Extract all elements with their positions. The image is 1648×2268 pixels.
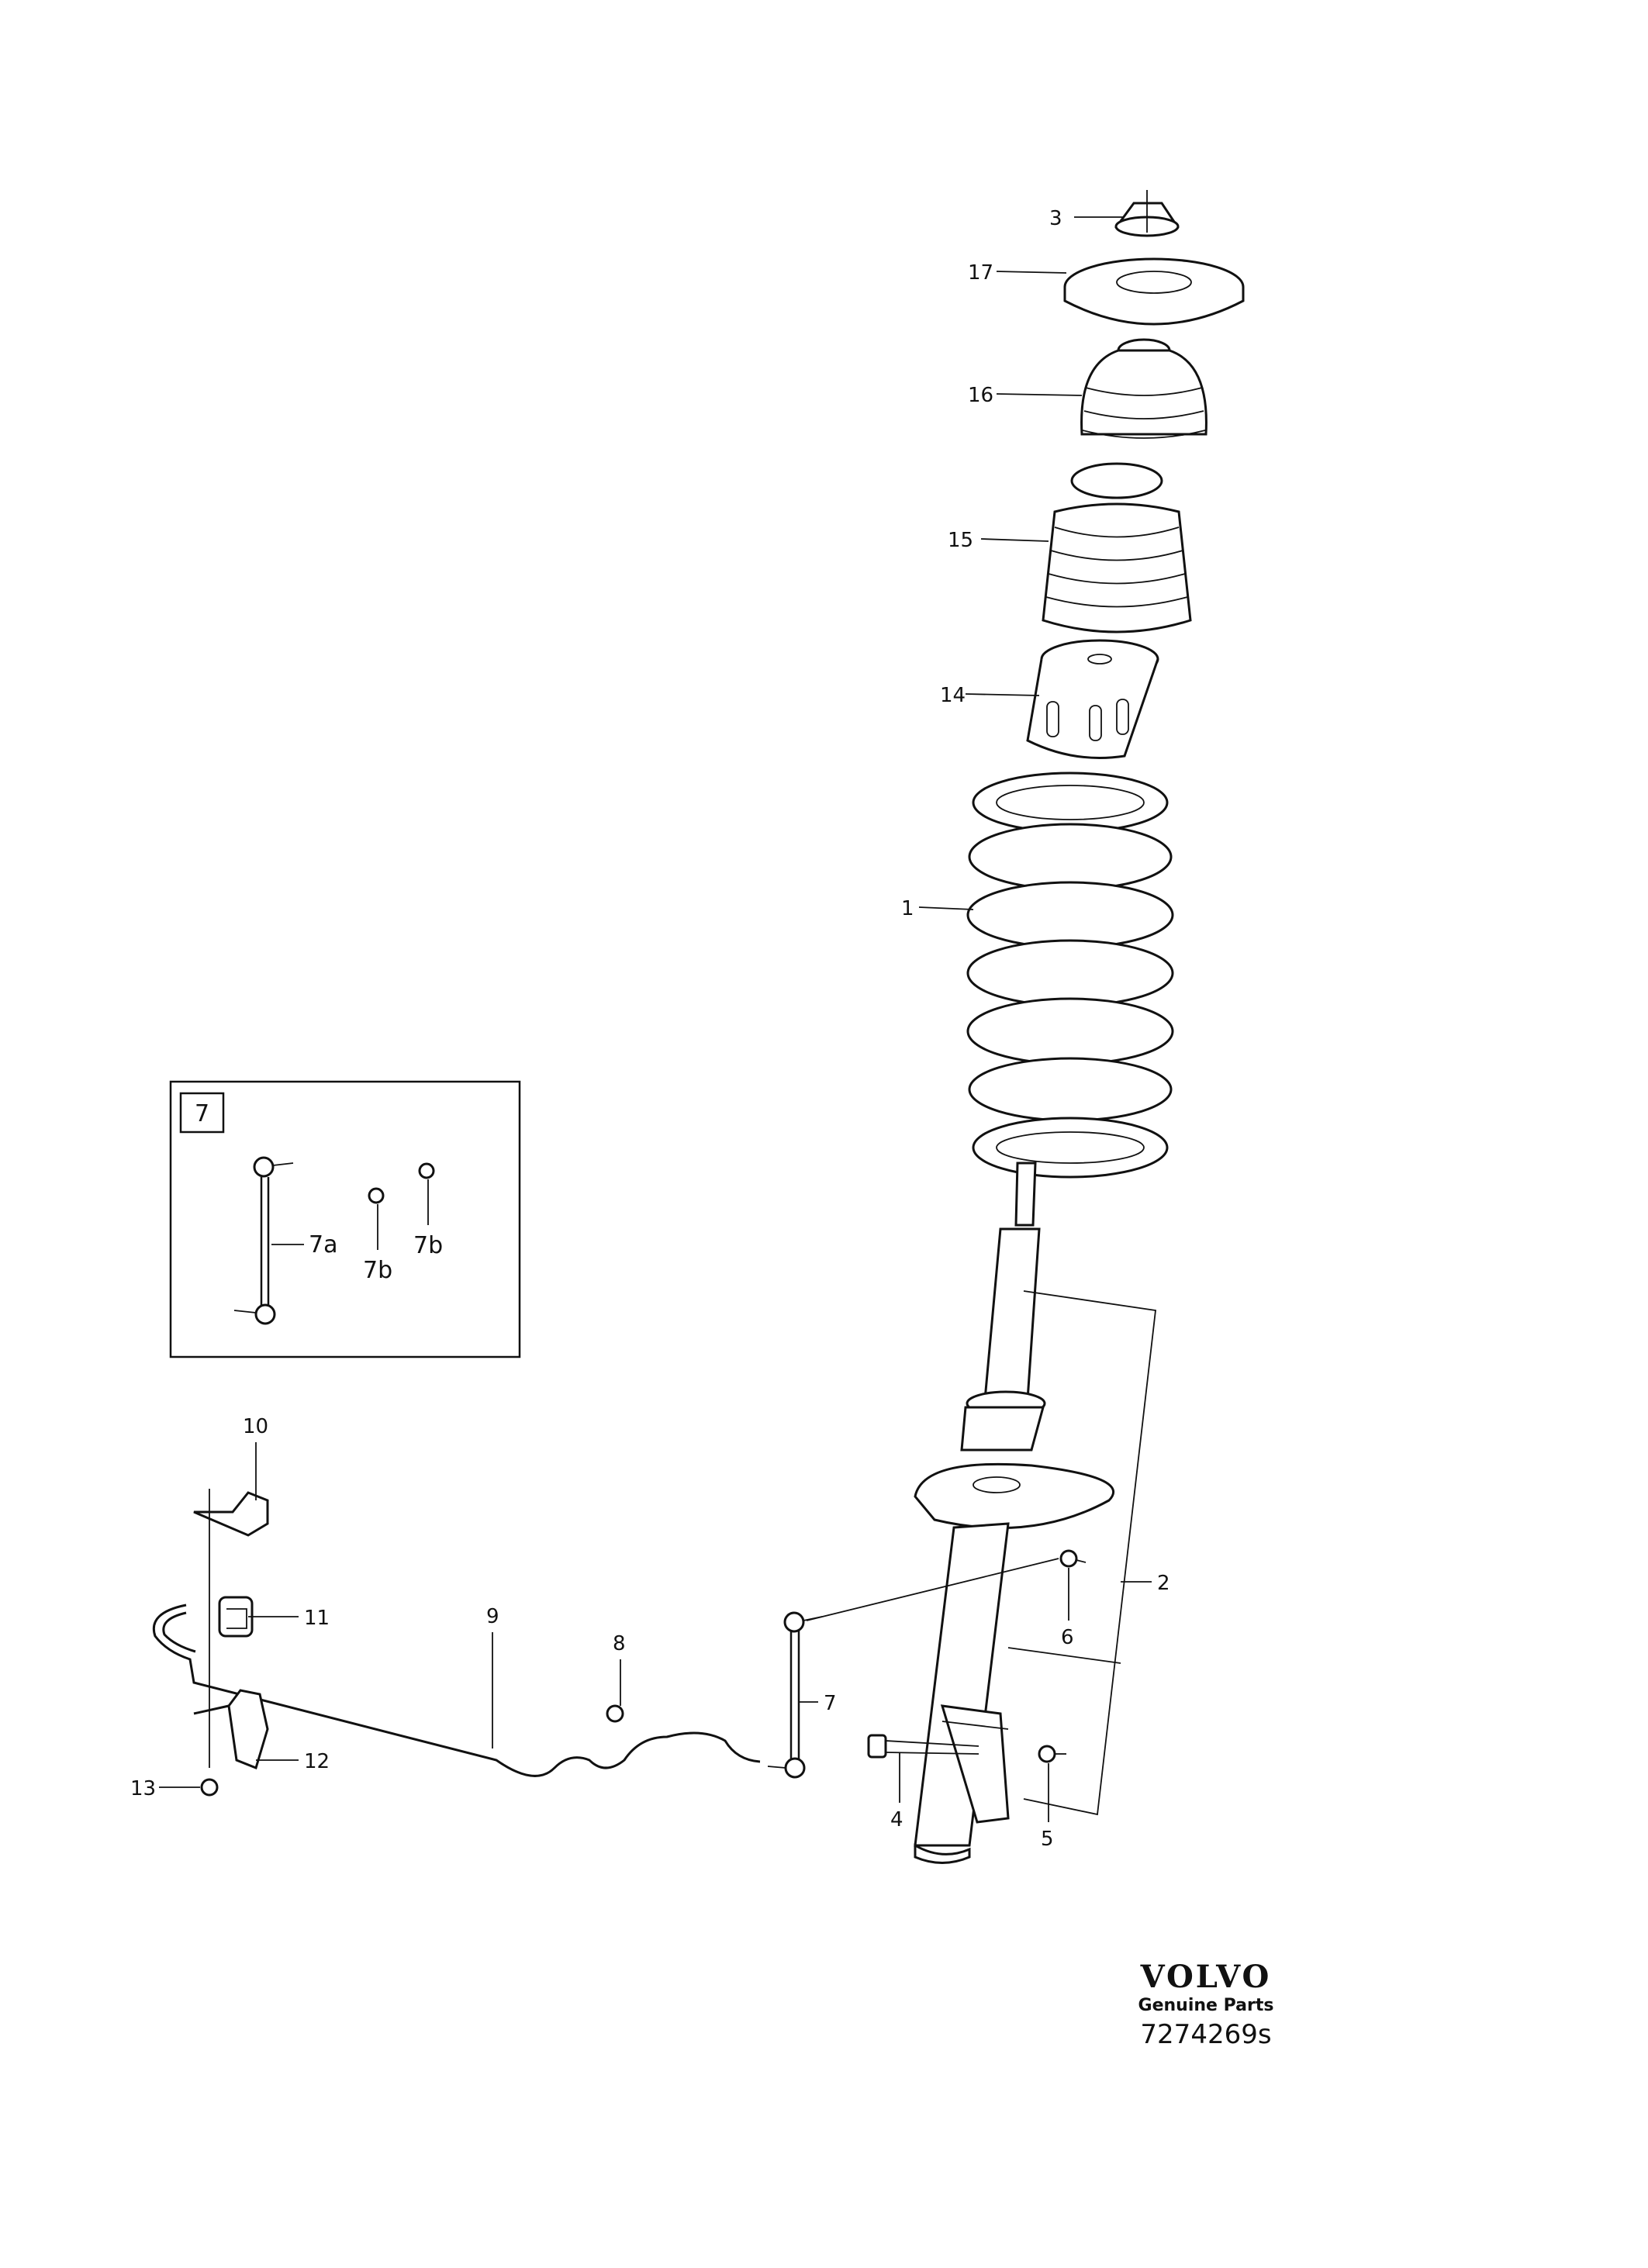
part-12-bracket [193, 1689, 269, 1770]
brand-subtitle: Genuine Parts [1138, 1996, 1274, 2015]
part-7-stabilizer-link [767, 1611, 823, 1779]
part-1-coil-spring [966, 772, 1174, 1179]
inset-nut-7b-right [418, 1162, 435, 1225]
part-15-dust-boot [1042, 462, 1192, 633]
inset-box-label: 7 [195, 1100, 209, 1127]
bracket-2-leader [1007, 1290, 1156, 1816]
callout-2: 2 [1157, 1572, 1170, 1595]
part-2-strut [914, 1162, 1114, 1864]
part-3-top-nut [1114, 190, 1180, 237]
part-9-anti-roll-bar [153, 1603, 761, 1777]
callout-5: 5 [1041, 1828, 1054, 1851]
callout-14: 14 [940, 684, 966, 707]
inset-callout-7a: 7a [309, 1231, 337, 1258]
part-8-nut [606, 1704, 624, 1723]
callout-1: 1 [901, 897, 914, 920]
part-10-bushing-clamp [193, 1489, 269, 1768]
callout-16: 16 [968, 384, 993, 407]
callout-12: 12 [304, 1750, 330, 1773]
inset-panel-7 [169, 1080, 521, 1358]
callout-9: 9 [486, 1605, 499, 1628]
callout-4: 4 [890, 1808, 903, 1831]
inset-callout-7b-left: 7b [363, 1257, 392, 1284]
callout-10: 10 [243, 1415, 268, 1438]
callout-17: 17 [968, 261, 993, 285]
part-6-nut [1059, 1549, 1087, 1568]
volvo-brand-block: VOLVO Genuine Parts 7274269s [1117, 1960, 1295, 2052]
callout-7: 7 [824, 1692, 837, 1715]
callout-8: 8 [613, 1632, 626, 1655]
leader-lines [159, 216, 1152, 1822]
part-16-bump-stop [1080, 338, 1207, 439]
part-14-spring-seat [1026, 639, 1159, 759]
part-11-bushing [218, 1596, 254, 1638]
part-4-bolt [867, 1734, 979, 1759]
callout-13: 13 [130, 1777, 156, 1800]
callout-6: 6 [1061, 1626, 1074, 1649]
callout-11: 11 [304, 1607, 330, 1630]
volvo-logo: VOLVO [1140, 1959, 1272, 1995]
part-13-bolt [200, 1778, 219, 1797]
drawing-number: 7274269s [1140, 2019, 1272, 2050]
inset-nut-7b-left [368, 1187, 385, 1250]
callout-15: 15 [948, 529, 973, 552]
callout-3: 3 [1049, 207, 1062, 230]
inset-callout-7b-right: 7b [413, 1232, 443, 1259]
part-5-nut [1038, 1745, 1066, 1763]
inset-link-7a [233, 1156, 304, 1325]
part-17-mount-plate [1063, 257, 1245, 326]
